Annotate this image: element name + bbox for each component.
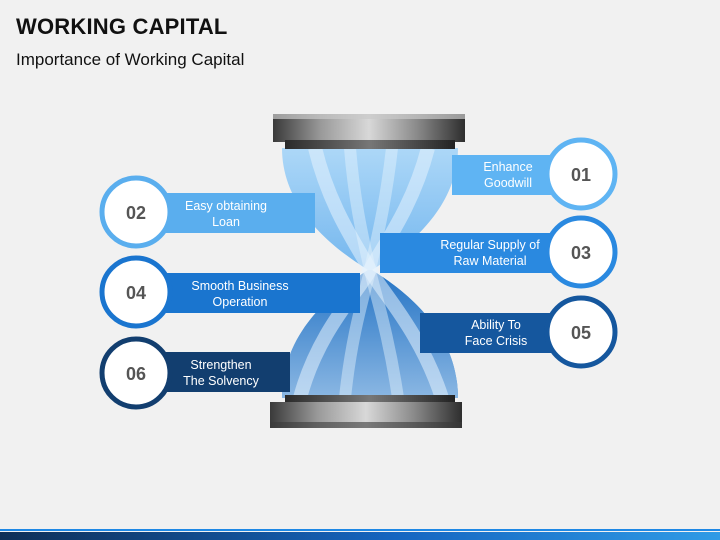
callout-02: Easy obtaining Loan 02	[99, 175, 315, 249]
callout-04-number: 04	[126, 283, 146, 303]
callout-02-band	[160, 193, 315, 233]
callout-06-line1: Strengthen	[190, 358, 251, 372]
callout-01-line1: Enhance	[483, 160, 532, 174]
callout-02-ring	[99, 175, 173, 249]
callout-03-line2: Raw Material	[454, 254, 527, 268]
callout-03-line1: Regular Supply of	[440, 238, 540, 252]
callout-06: Strengthen The Solvency 06	[99, 336, 290, 410]
page-title: WORKING CAPITAL	[16, 14, 228, 39]
callout-03-band	[380, 233, 564, 273]
page-subtitle: Importance of Working Capital	[16, 50, 245, 69]
callout-06-ring	[99, 336, 173, 410]
callout-04-line1: Smooth Business	[191, 279, 288, 293]
callout-02-line1: Easy obtaining	[185, 199, 267, 213]
callout-05-number: 05	[571, 323, 591, 343]
callout-04: Smooth Business Operation 04	[99, 255, 360, 329]
hourglass-bottom-cap	[270, 395, 462, 428]
callout-06-number: 06	[126, 364, 146, 384]
callout-05-band	[420, 313, 564, 353]
callout-01-line2: Goodwill	[484, 176, 532, 190]
callout-06-line2: The Solvency	[183, 374, 259, 388]
callout-05: Ability To Face Crisis 05	[420, 295, 618, 369]
footer-accent-bar	[0, 529, 720, 540]
callout-03-ring	[544, 215, 618, 289]
callout-04-band	[160, 273, 360, 313]
callout-05-ring	[544, 295, 618, 369]
callout-02-line2: Loan	[212, 215, 240, 229]
callout-05-line2: Face Crisis	[465, 334, 528, 348]
callout-05-line1: Ability To	[471, 318, 521, 332]
callout-01-ring	[544, 137, 618, 211]
callout-01: Enhance Goodwill 01	[452, 137, 618, 211]
callout-04-line2: Operation	[213, 295, 268, 309]
callout-02-number: 02	[126, 203, 146, 223]
hourglass-top-cap	[273, 114, 465, 149]
callout-03-number: 03	[571, 243, 591, 263]
callout-03: Regular Supply of Raw Material 03	[380, 215, 618, 289]
callout-06-band	[160, 352, 290, 392]
hourglass-glass	[282, 146, 458, 401]
callout-01-number: 01	[571, 165, 591, 185]
callout-04-ring	[99, 255, 173, 329]
